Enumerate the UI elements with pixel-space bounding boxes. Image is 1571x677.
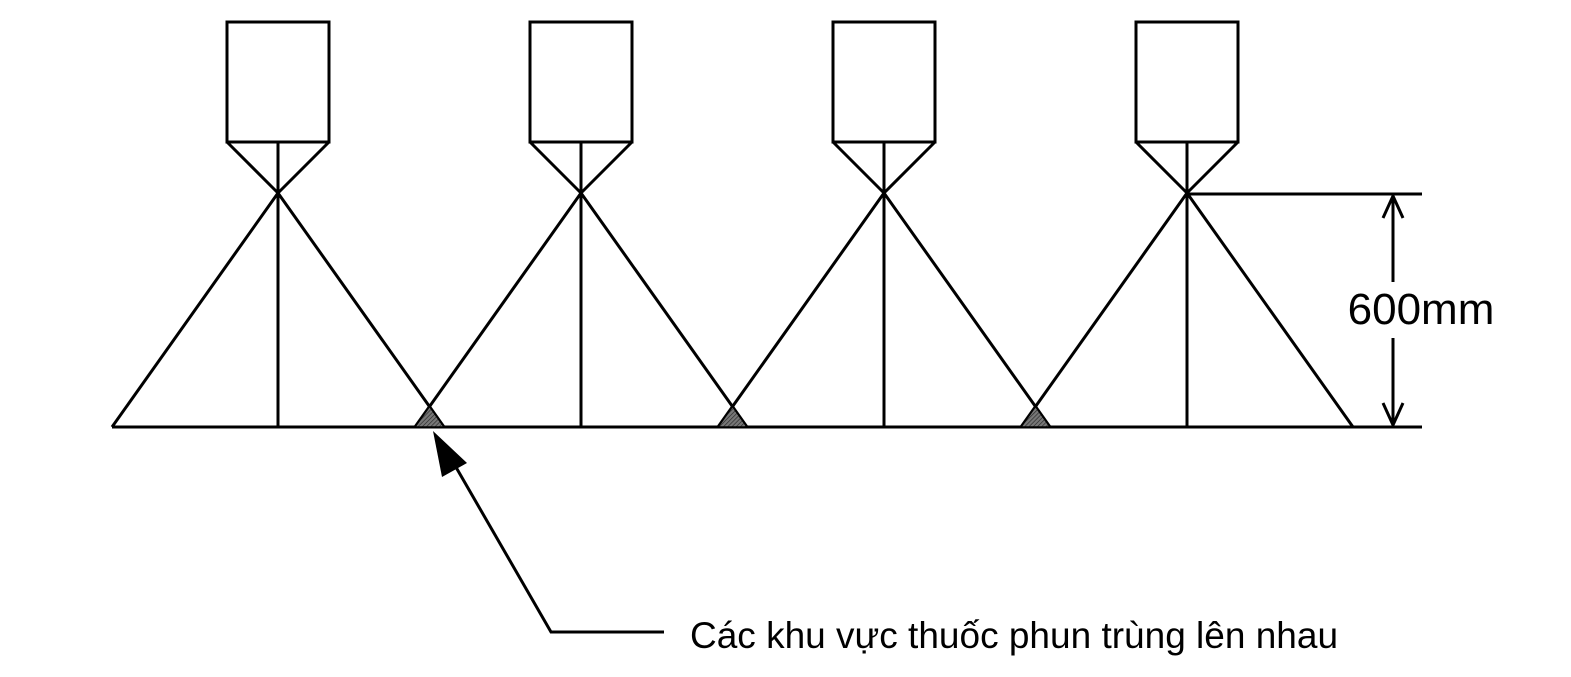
- nozzle-3: [716, 20, 1052, 428]
- nozzle-1: [110, 20, 446, 428]
- callout-arrow-icon: [433, 431, 467, 477]
- nozzle-2-spray-left: [413, 192, 583, 428]
- nozzle-2-body: [528, 20, 634, 144]
- nozzle-3-body: [831, 20, 937, 144]
- nozzle-3-spray-left: [716, 192, 886, 428]
- nozzle-4-tip-left: [1134, 140, 1189, 195]
- overlap-callout: Các khu vực thuốc phun trùng lên nhau: [433, 431, 1338, 656]
- dimension-label: 600mm: [1348, 285, 1495, 334]
- nozzle-4-spray-left: [1019, 192, 1189, 428]
- nozzle-1-spray-right: [276, 192, 446, 428]
- dimension-arrow-up-icon: [1381, 192, 1405, 219]
- nozzle-1-spray-left: [110, 192, 280, 428]
- overlap-area-3: [1019, 405, 1052, 428]
- callout-leader-line: [451, 461, 664, 634]
- overlap-area-2: [716, 405, 749, 428]
- nozzle-1-tip-left: [225, 140, 280, 195]
- height-dimension: 600mm: [1187, 192, 1495, 429]
- nozzle-3-tip-left: [831, 140, 886, 195]
- dimension-arrow-down-icon: [1381, 402, 1405, 429]
- nozzle-1-body: [225, 20, 331, 144]
- nozzle-1-tip-right: [276, 140, 331, 195]
- overlap-area-1: [413, 405, 446, 428]
- nozzle-4: [1019, 20, 1355, 428]
- nozzle-3-tip-right: [882, 140, 937, 195]
- nozzle-4-spray-right: [1185, 192, 1355, 428]
- nozzle-3-spray-right: [882, 192, 1052, 428]
- nozzle-2-spray-right: [579, 192, 749, 428]
- nozzle-4-body: [1134, 20, 1240, 144]
- nozzle-2-tip-right: [579, 140, 634, 195]
- nozzle-2: [413, 20, 749, 428]
- callout-label: Các khu vực thuốc phun trùng lên nhau: [690, 615, 1338, 656]
- nozzle-2-tip-left: [528, 140, 583, 195]
- nozzle-4-tip-right: [1185, 140, 1240, 195]
